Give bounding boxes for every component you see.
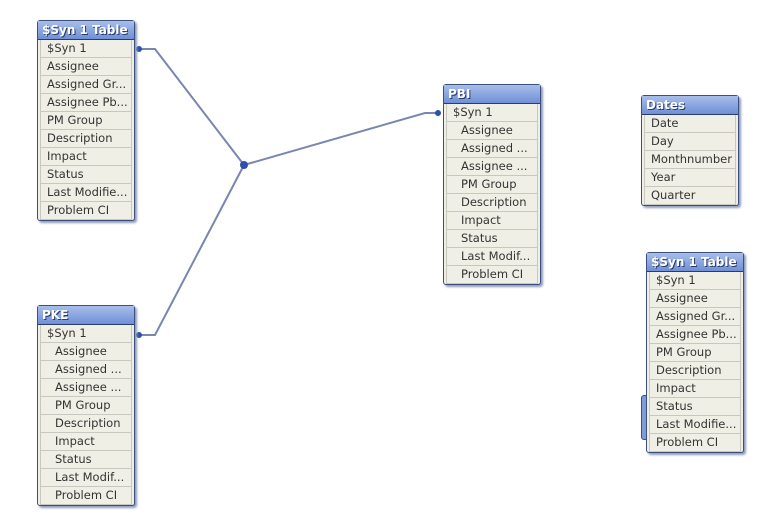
table-title[interactable]: $Syn 1 Table [647,253,743,272]
link-dot [136,46,142,52]
field-row[interactable]: Assignee [40,58,132,76]
field-row[interactable]: Impact [649,380,741,398]
field-row[interactable]: Description [649,362,741,380]
field-row[interactable]: Assignee Pb... [649,326,741,344]
field-row[interactable]: Status [40,451,132,469]
hub-node [240,161,248,169]
field-row[interactable]: PM Group [40,112,132,130]
field-row[interactable]: Assignee [446,122,538,140]
field-row[interactable]: $Syn 1 [649,272,741,290]
field-row[interactable]: Assignee Pb... [40,94,132,112]
field-row[interactable]: Last Modifie... [649,416,741,434]
field-row[interactable]: Status [446,230,538,248]
field-row[interactable]: Assigned Gr... [649,308,741,326]
field-row[interactable]: Assignee [40,343,132,361]
field-row[interactable]: Monthnumber [644,151,736,169]
field-row[interactable]: Problem CI [40,487,132,505]
link-dot [136,332,142,338]
field-row[interactable]: $Syn 1 [40,325,132,343]
field-row[interactable]: $Syn 1 [446,104,538,122]
field-row[interactable]: Assigned ... [446,140,538,158]
field-row[interactable]: Year [644,169,736,187]
field-row[interactable]: Last Modif... [446,248,538,266]
table-title[interactable]: Dates [642,96,738,115]
field-row[interactable]: PM Group [40,397,132,415]
field-row[interactable]: Assignee ... [40,379,132,397]
field-row[interactable]: Problem CI [446,266,538,284]
field-row[interactable]: Problem CI [649,434,741,452]
field-row[interactable]: Last Modifie... [40,184,132,202]
table-title[interactable]: $Syn 1 Table [38,21,134,40]
field-row[interactable]: Assignee ... [446,158,538,176]
table-title[interactable]: PBI [444,85,540,104]
field-row[interactable]: Quarter [644,187,736,205]
field-row[interactable]: Status [649,398,741,416]
field-row[interactable]: Impact [40,433,132,451]
field-row[interactable]: Impact [446,212,538,230]
field-row[interactable]: Assignee [649,290,741,308]
field-row[interactable]: Status [40,166,132,184]
field-row[interactable]: Description [40,415,132,433]
link-pbi [243,112,438,166]
field-row[interactable]: Day [644,133,736,151]
field-row[interactable]: PM Group [649,344,741,362]
field-row[interactable]: Description [40,130,132,148]
field-row[interactable]: Problem CI [40,202,132,220]
field-row[interactable]: Impact [40,148,132,166]
table-title[interactable]: PKE [38,306,134,325]
field-row[interactable]: Assigned Gr... [40,76,132,94]
link-pke [139,164,245,336]
field-row[interactable]: Last Modif... [40,469,132,487]
field-row[interactable]: Description [446,194,538,212]
field-row[interactable]: $Syn 1 [40,40,132,58]
link-dot [435,110,441,116]
field-row[interactable]: Assigned ... [40,361,132,379]
link-syn-table [139,48,245,166]
field-row[interactable]: Date [644,115,736,133]
field-row[interactable]: PM Group [446,176,538,194]
